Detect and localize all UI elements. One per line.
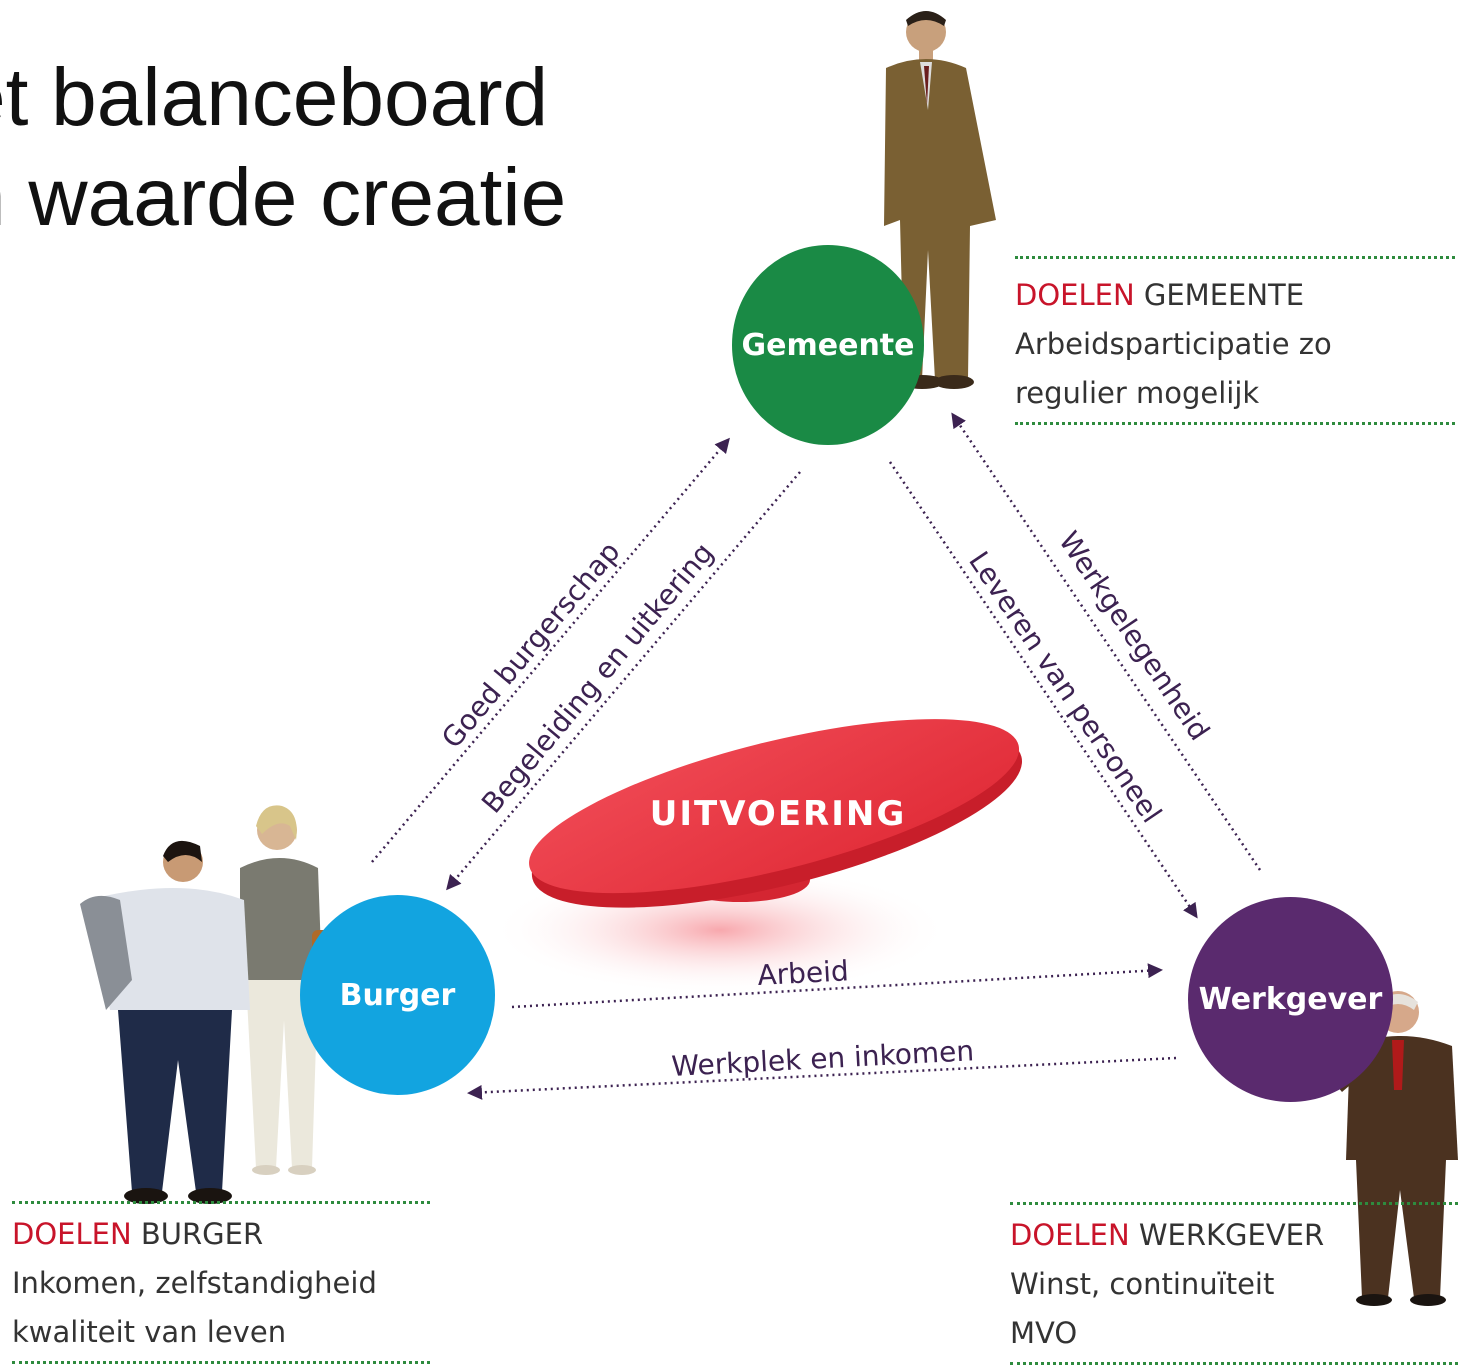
goals-prefix: DOELEN bbox=[12, 1217, 132, 1251]
goals-name: BURGER bbox=[140, 1217, 264, 1251]
divider bbox=[12, 1361, 430, 1364]
goals-line-2: kwaliteit van leven bbox=[12, 1315, 287, 1349]
goals-name: WERKGEVER bbox=[1138, 1218, 1325, 1252]
goals-burger: DOELEN BURGER Inkomen, zelfstandigheid k… bbox=[12, 1201, 430, 1364]
balance-board: UITVOERING bbox=[490, 719, 1023, 995]
goals-line-2: MVO bbox=[1010, 1316, 1078, 1350]
arrow-werkgelegenheid bbox=[951, 412, 1262, 871]
goals-line-1: Inkomen, zelfstandigheid bbox=[12, 1266, 377, 1300]
title-line-2: n waarde creatie bbox=[0, 152, 567, 243]
goals-prefix: DOELEN bbox=[1015, 278, 1135, 312]
arrow-leveren bbox=[888, 461, 1198, 919]
figure-burger-man bbox=[80, 840, 250, 1204]
title-line-1: et balanceboard bbox=[0, 52, 549, 143]
goals-heading: DOELEN BURGER bbox=[12, 1210, 430, 1259]
goals-line-2: regulier mogelijk bbox=[1015, 376, 1260, 410]
goals-gemeente: DOELEN GEMEENTE Arbeidsparticipatie zo r… bbox=[1015, 256, 1455, 425]
divider bbox=[12, 1201, 430, 1204]
goals-heading: DOELEN WERKGEVER bbox=[1010, 1211, 1458, 1260]
node-gemeente-label: Gemeente bbox=[741, 327, 915, 363]
label-werkplek: Werkplek en inkomen bbox=[671, 1034, 975, 1083]
goals-heading: DOELEN GEMEENTE bbox=[1015, 271, 1455, 320]
goals-name: GEMEENTE bbox=[1143, 278, 1305, 312]
divider bbox=[1015, 256, 1455, 259]
goals-werkgever: DOELEN WERKGEVER Winst, continuïteit MVO bbox=[1010, 1202, 1458, 1365]
label-goed-burgerschap: Goed burgerschap bbox=[435, 535, 626, 754]
goals-line-1: Winst, continuïteit bbox=[1010, 1267, 1275, 1301]
arrow-begeleiding bbox=[446, 471, 801, 891]
node-burger: Burger bbox=[300, 895, 495, 1095]
arrows bbox=[371, 412, 1262, 1100]
board-label: UITVOERING bbox=[650, 794, 907, 834]
divider bbox=[1015, 422, 1455, 425]
page-title: et balanceboard n waarde creatie bbox=[0, 48, 566, 248]
arrow-arbeid bbox=[511, 963, 1163, 1009]
node-werkgever-label: Werkgever bbox=[1198, 982, 1383, 1017]
goals-prefix: DOELEN bbox=[1010, 1218, 1130, 1252]
divider bbox=[1010, 1362, 1458, 1365]
label-arbeid: Arbeid bbox=[757, 954, 850, 992]
arrow-goed-burgerschap bbox=[371, 437, 730, 863]
node-burger-label: Burger bbox=[339, 977, 456, 1013]
divider bbox=[1010, 1202, 1458, 1205]
node-werkgever: Werkgever bbox=[1188, 897, 1393, 1102]
node-gemeente: Gemeente bbox=[732, 245, 924, 445]
board-top bbox=[529, 719, 1020, 894]
figure-burger-woman bbox=[240, 805, 334, 1175]
arrow-werkplek bbox=[467, 1056, 1177, 1100]
goals-line-1: Arbeidsparticipatie zo bbox=[1015, 327, 1332, 361]
